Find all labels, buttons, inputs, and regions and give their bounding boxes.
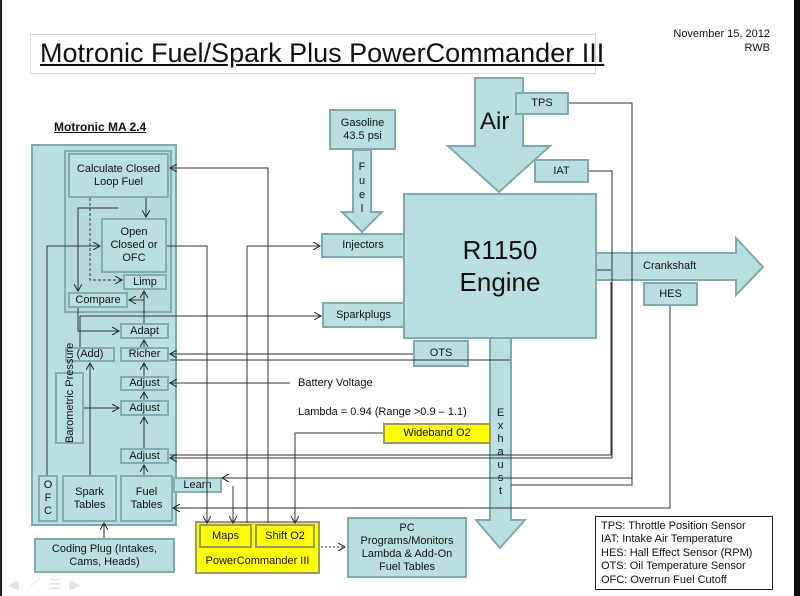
spark-tables-box: Spark Tables — [62, 475, 117, 522]
fuel-letter: F — [358, 161, 366, 173]
exhaust-letter: h — [497, 433, 504, 445]
ofc-letter: C — [44, 505, 52, 517]
prev-slide-icon[interactable]: ◀ — [8, 576, 27, 592]
date: November 15, 2012 — [673, 28, 770, 40]
date-author: November 15, 2012 RWB — [673, 27, 770, 55]
pen-icon[interactable]: ／ — [26, 576, 49, 592]
compare-box: Compare — [68, 292, 128, 308]
open-closed-ofc-box: Open Closed or OFC — [101, 218, 167, 273]
slide-navigation: ◀／☰▶ — [8, 574, 88, 594]
legend-item: IAT: Intake Air Temperature — [601, 533, 733, 546]
window-border-right — [794, 0, 800, 596]
fuel-letter: e — [358, 189, 366, 201]
tps-box: TPS — [515, 92, 569, 115]
exhaust-letter: s — [497, 472, 504, 484]
engine-name-line2: Engine — [459, 267, 541, 297]
window-border-left — [0, 0, 2, 596]
legend-item: OFC: Overrun Fuel Cutoff — [601, 573, 727, 586]
r1150-engine-box: R1150 Engine — [403, 193, 597, 339]
author: RWB — [744, 42, 770, 54]
title-frame — [30, 34, 596, 74]
coding-plug-box: Coding Plug (Intakes, Cams, Heads) — [34, 538, 175, 573]
fuel-letter: l — [360, 203, 364, 215]
page-title: Motronic Fuel/Spark Plus PowerCommander … — [40, 38, 605, 68]
menu-icon[interactable]: ☰ — [48, 576, 70, 592]
line-wideband — [295, 432, 383, 523]
ofc-box: O F C — [38, 475, 58, 522]
fuel-arrow-label: F u e l — [356, 160, 368, 216]
air-label: Air — [480, 108, 510, 135]
fuel-tables-box: Fuel Tables — [120, 475, 173, 522]
exhaust-letter: E — [496, 407, 505, 419]
gasoline-box: Gasoline 43.5 psi — [329, 109, 396, 150]
ofc-letter: O — [43, 479, 53, 491]
adjust-box-3: Adjust — [120, 448, 169, 464]
barometric-pressure-box: Barometric Pressure — [55, 342, 84, 444]
iat-box: IAT — [534, 159, 589, 183]
learn-box: Learn — [173, 477, 222, 493]
fuel-letter: u — [358, 175, 366, 187]
exhaust-letter: t — [498, 485, 503, 497]
exhaust-letter: x — [497, 420, 504, 432]
sparkplugs-box: Sparkplugs — [322, 302, 405, 328]
injectors-box: Injectors — [321, 233, 405, 258]
line-feedback-calc — [170, 168, 269, 523]
engine-name-line1: R1150 — [462, 235, 538, 265]
battery-voltage-label: Battery Voltage — [298, 377, 373, 389]
barometric-pressure-label: Barometric Pressure — [63, 342, 76, 443]
ots-box: OTS — [413, 340, 469, 367]
legend-item: TPS: Throttle Position Sensor — [601, 520, 746, 532]
maps-box: Maps — [199, 524, 252, 548]
legend-item: HES: Hall Effect Sensor (RPM) — [601, 546, 753, 559]
pc-programs-box: PC Programs/Monitors Lambda & Add-On Fue… — [347, 517, 467, 578]
wideband-o2-box: Wideband O2 — [383, 423, 491, 444]
calculate-closed-loop-fuel-box: Calculate Closed Loop Fuel — [68, 153, 169, 198]
adjust-box-1: Adjust — [120, 376, 169, 391]
adjust-box-2: Adjust — [120, 400, 169, 416]
exhaust-letter: a — [497, 446, 504, 458]
exhaust-label: E x h a u s t — [493, 407, 508, 498]
legend-item: OTS: Oil Temperature Sensor — [601, 560, 746, 573]
ofc-letter: F — [44, 492, 52, 504]
abbreviation-legend: TPS: Throttle Position Sensor IAT: Intak… — [595, 516, 773, 590]
hes-box: HES — [643, 282, 698, 306]
limp-box: Limp — [123, 274, 167, 290]
motronic-heading: Motronic MA 2.4 — [54, 120, 147, 134]
lambda-label: Lambda = 0.94 (Range >0.9 – 1.1) — [298, 406, 467, 418]
adapt-box: Adapt — [120, 323, 169, 339]
next-slide-icon[interactable]: ▶ — [69, 576, 89, 592]
exhaust-letter: u — [497, 459, 504, 471]
crankshaft-label: Crankshaft — [643, 260, 697, 272]
shift-o2-box: Shift O2 — [255, 524, 315, 548]
richer-box: Richer — [120, 347, 169, 362]
